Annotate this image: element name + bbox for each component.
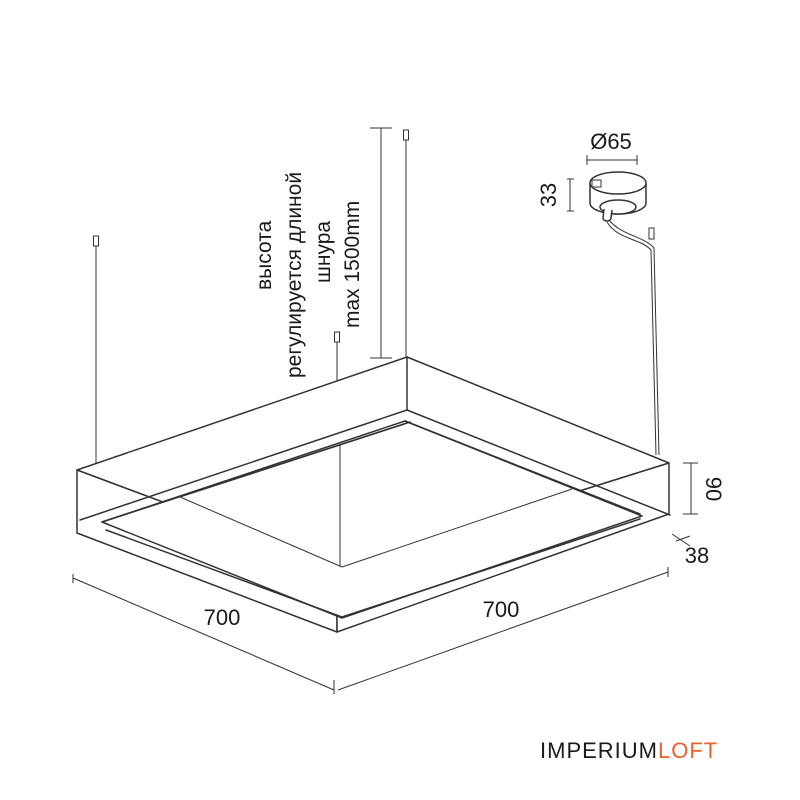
cable-note-line4: max 1500mm — [341, 201, 364, 328]
cable-note: высота регулируется длиной шнура max 150… — [253, 172, 364, 378]
power-cable — [606, 221, 657, 456]
brand-logo-part2: LOFT — [658, 738, 718, 763]
cable-note-line1: высота — [253, 220, 276, 290]
brand-logo-part1: IMPERIUM — [540, 738, 658, 763]
square-frame — [76, 356, 671, 633]
cable-note-line2: регулируется длиной — [283, 172, 306, 378]
cable-middle-clip — [334, 331, 340, 343]
canopy-diameter-label: Ø65 — [590, 129, 632, 154]
width-right-label: 700 — [483, 597, 520, 622]
cable-note-line3: шнура — [312, 221, 335, 283]
width-left-label: 700 — [204, 605, 241, 630]
height-label: 90 — [701, 477, 726, 501]
cable-left-clip — [93, 235, 99, 247]
power-cable-2 — [608, 219, 660, 456]
cable-back-clip — [403, 129, 409, 141]
canopy-height-label: 33 — [536, 183, 561, 207]
dimension-lines — [72, 127, 698, 694]
profile-width-label: 38 — [685, 543, 709, 568]
brand-logo: IMPERIUMLOFT — [540, 738, 718, 763]
ceiling-canopy — [589, 171, 647, 222]
suspension-cables — [93, 129, 660, 468]
power-cable-clip — [648, 227, 655, 240]
